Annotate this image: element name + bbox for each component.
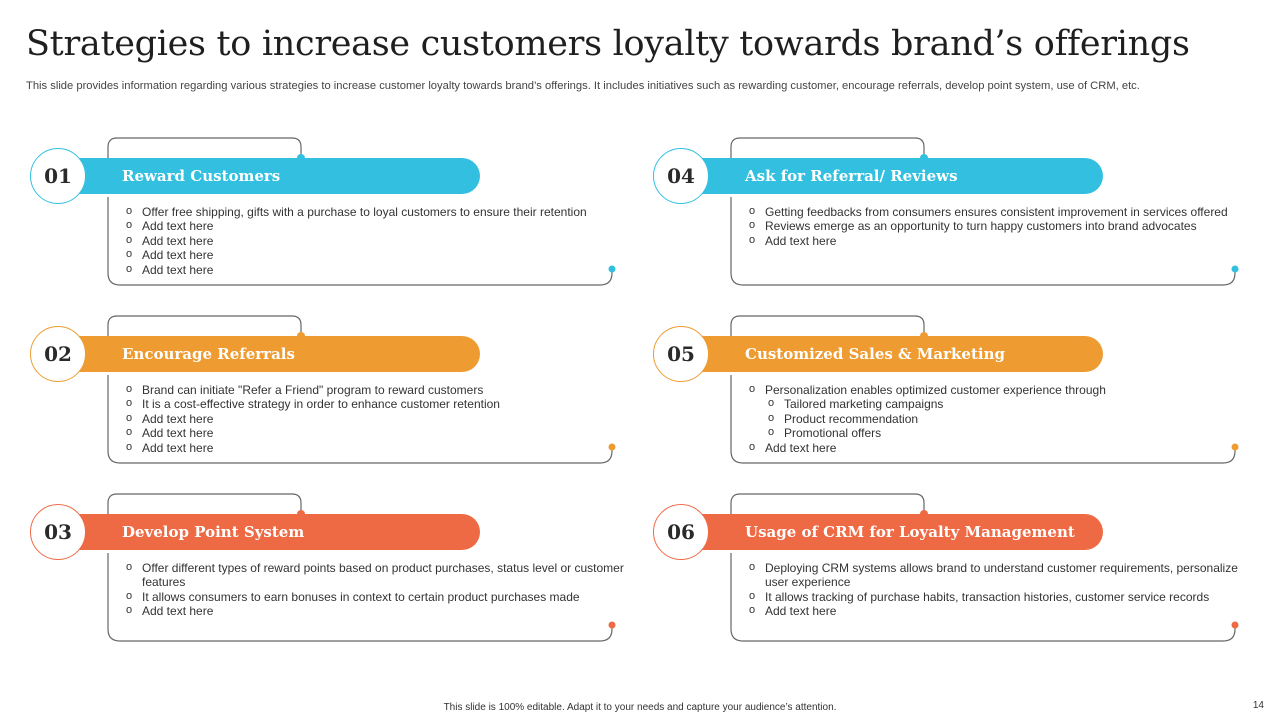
card-heading: Ask for Referral/ Reviews bbox=[745, 167, 958, 185]
card-header-band: Customized Sales & Marketing bbox=[701, 336, 1103, 372]
strategy-card-usage-of-crm: Usage of CRM for Loyalty Management 06 D… bbox=[653, 493, 1253, 643]
connector-dot bbox=[1231, 265, 1239, 273]
card-bullet-list: Getting feedbacks from consumers ensures… bbox=[747, 204, 1247, 248]
strategy-card-customized-sales-marketing: Customized Sales & Marketing 05 Personal… bbox=[653, 315, 1253, 465]
list-item: It allows consumers to earn bonuses in c… bbox=[124, 589, 624, 604]
card-header-band: Encourage Referrals bbox=[78, 336, 480, 372]
footer-note: This slide is 100% editable. Adapt it to… bbox=[443, 702, 837, 713]
card-heading: Reward Customers bbox=[122, 167, 281, 185]
list-item: Add text here bbox=[124, 262, 624, 277]
card-number-badge: 06 bbox=[653, 504, 709, 560]
card-number-badge: 03 bbox=[30, 504, 86, 560]
list-subitem: Promotional offers bbox=[747, 425, 1247, 440]
card-number-badge: 05 bbox=[653, 326, 709, 382]
card-bullet-list: Brand can initiate "Refer a Friend" prog… bbox=[124, 382, 624, 455]
card-bullet-list: Personalization enables optimized custom… bbox=[747, 382, 1247, 455]
card-header-band: Ask for Referral/ Reviews bbox=[701, 158, 1103, 194]
list-item: Add text here bbox=[124, 247, 624, 262]
list-item: Add text here bbox=[747, 603, 1247, 618]
page-title: Strategies to increase customers loyalty… bbox=[26, 24, 1190, 64]
list-item: Offer different types of reward points b… bbox=[124, 560, 624, 590]
list-item: Personalization enables optimized custom… bbox=[747, 382, 1247, 397]
card-number: 01 bbox=[44, 164, 72, 188]
list-item: Add text here bbox=[124, 411, 624, 426]
list-item: Add text here bbox=[747, 440, 1247, 455]
card-bullet-list: Offer different types of reward points b… bbox=[124, 560, 624, 619]
card-number: 04 bbox=[667, 164, 695, 188]
card-header-band: Usage of CRM for Loyalty Management bbox=[701, 514, 1103, 550]
strategy-card-reward-customers: Reward Customers 01 Offer free shipping,… bbox=[30, 137, 630, 287]
list-item: Deploying CRM systems allows brand to un… bbox=[747, 560, 1247, 590]
card-header-band: Reward Customers bbox=[78, 158, 480, 194]
list-item: Getting feedbacks from consumers ensures… bbox=[747, 204, 1247, 219]
list-item: Add text here bbox=[124, 218, 624, 233]
card-number: 05 bbox=[667, 342, 695, 366]
card-number-badge: 01 bbox=[30, 148, 86, 204]
list-subitem: Tailored marketing campaigns bbox=[747, 396, 1247, 411]
card-heading: Usage of CRM for Loyalty Management bbox=[745, 523, 1075, 541]
card-number-badge: 02 bbox=[30, 326, 86, 382]
strategy-card-ask-for-referral-reviews: Ask for Referral/ Reviews 04 Getting fee… bbox=[653, 137, 1253, 287]
list-item: Add text here bbox=[747, 233, 1247, 248]
list-item: Add text here bbox=[124, 233, 624, 248]
list-item: Reviews emerge as an opportunity to turn… bbox=[747, 218, 1247, 233]
list-item: It allows tracking of purchase habits, t… bbox=[747, 589, 1247, 604]
list-item: Offer free shipping, gifts with a purcha… bbox=[124, 204, 624, 219]
strategy-card-develop-point-system: Develop Point System 03 Offer different … bbox=[30, 493, 630, 643]
connector-dot bbox=[1231, 621, 1239, 629]
card-number-badge: 04 bbox=[653, 148, 709, 204]
card-number: 03 bbox=[44, 520, 72, 544]
list-item: Add text here bbox=[124, 603, 624, 618]
card-number: 06 bbox=[667, 520, 695, 544]
connector-dot bbox=[608, 621, 616, 629]
card-bullet-list: Offer free shipping, gifts with a purcha… bbox=[124, 204, 624, 277]
strategy-card-encourage-referrals: Encourage Referrals 02 Brand can initiat… bbox=[30, 315, 630, 465]
page-subtitle: This slide provides information regardin… bbox=[26, 80, 1140, 92]
card-heading: Encourage Referrals bbox=[122, 345, 295, 363]
card-heading: Develop Point System bbox=[122, 523, 305, 541]
card-heading: Customized Sales & Marketing bbox=[745, 345, 1005, 363]
list-item: Add text here bbox=[124, 425, 624, 440]
card-header-band: Develop Point System bbox=[78, 514, 480, 550]
card-bullet-list: Deploying CRM systems allows brand to un… bbox=[747, 560, 1247, 619]
page-number: 14 bbox=[1252, 700, 1264, 711]
list-item: Add text here bbox=[124, 440, 624, 455]
list-subitem: Product recommendation bbox=[747, 411, 1247, 426]
list-item: It is a cost-effective strategy in order… bbox=[124, 396, 624, 411]
card-number: 02 bbox=[44, 342, 72, 366]
list-item: Brand can initiate "Refer a Friend" prog… bbox=[124, 382, 624, 397]
